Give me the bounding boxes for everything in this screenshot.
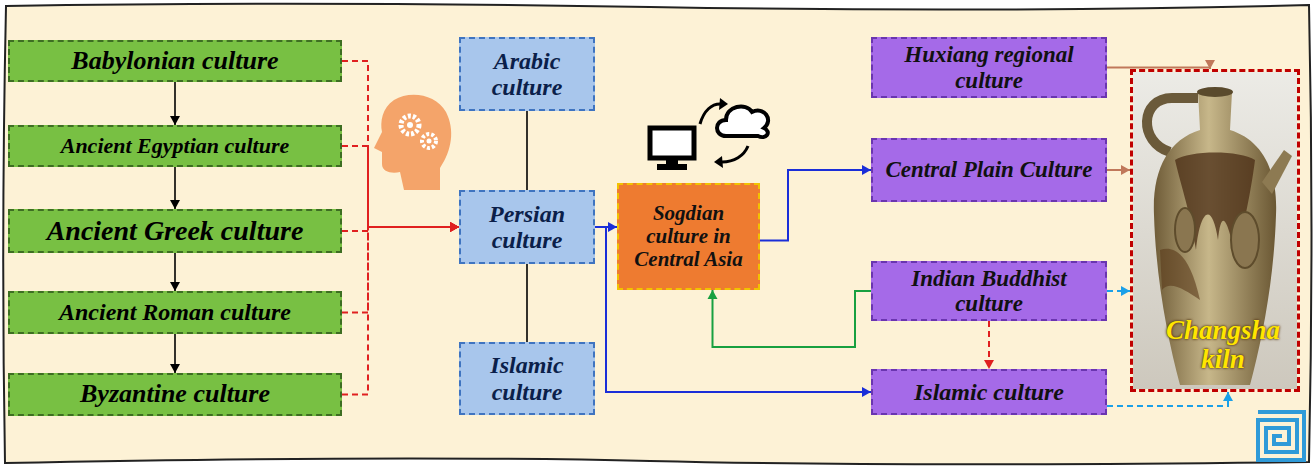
connector	[170, 334, 180, 373]
node-label: Indian Buddhist culture	[879, 266, 1099, 317]
connector-line	[342, 227, 459, 395]
node-label: Ancient Roman culture	[59, 299, 291, 325]
arrowhead	[450, 222, 459, 232]
kiln-frame: Changsha kiln	[1130, 69, 1300, 392]
connector-line	[713, 290, 872, 347]
arrowhead	[708, 290, 718, 299]
arrowhead	[1205, 60, 1215, 69]
node-label: Arabic culture	[467, 48, 587, 101]
connector	[170, 253, 180, 291]
node-label: Babylonian culture	[71, 47, 278, 76]
connector	[342, 61, 459, 232]
connector-line	[526, 264, 528, 342]
culture-box: Islamic culture	[459, 342, 595, 415]
connector	[170, 82, 180, 125]
arrowhead	[450, 222, 459, 232]
culture-box: Central Plain Culture	[871, 138, 1107, 202]
vase-illustration	[1133, 72, 1297, 389]
arrowhead	[450, 222, 459, 232]
connector	[1107, 165, 1130, 175]
node-label: Central Plain Culture	[885, 157, 1092, 182]
connector	[342, 222, 459, 313]
connector	[984, 321, 994, 369]
connector	[170, 167, 180, 209]
node-label: Ancient Greek culture	[47, 216, 304, 247]
arrowhead	[862, 387, 871, 397]
arrowhead	[608, 222, 617, 232]
connector	[527, 264, 528, 342]
arrowhead	[450, 222, 459, 232]
culture-box: Persian culture	[459, 190, 595, 264]
node-label: Persian culture	[467, 201, 587, 254]
wavy-frame	[3, 4, 1311, 465]
node-label: Byzantine culture	[80, 380, 270, 409]
culture-box: Ancient Egyptian culture	[8, 125, 342, 167]
culture-box: Indian Buddhist culture	[871, 261, 1107, 321]
culture-box: Huxiang regional culture	[871, 37, 1107, 98]
maze-icon	[1258, 412, 1304, 460]
connector	[342, 146, 459, 232]
arrowhead	[170, 364, 180, 373]
arrowhead	[984, 360, 994, 369]
node-label: Changsha kiln	[1157, 316, 1289, 375]
arrowhead	[170, 200, 180, 209]
culture-box: Arabic culture	[459, 37, 595, 111]
arrowhead	[170, 282, 180, 291]
node-label: Islamic culture	[467, 352, 587, 405]
culture-box: Islamic culture	[871, 369, 1107, 415]
node-label: Sogdian culture in Central Asia	[625, 202, 752, 271]
arrowhead	[1223, 392, 1233, 401]
connector	[1107, 60, 1215, 69]
connector	[1107, 392, 1233, 406]
connector	[708, 290, 872, 347]
node-label: Islamic culture	[914, 379, 1064, 405]
arrowhead	[862, 165, 871, 175]
connector-line	[1107, 392, 1228, 406]
culture-box: Babylonian culture	[8, 40, 342, 82]
culture-box: Byzantine culture	[8, 373, 342, 416]
connector-line	[526, 111, 528, 190]
connector	[527, 111, 528, 190]
culture-box: Ancient Roman culture	[8, 291, 342, 334]
thinking-head-icon	[374, 95, 451, 190]
computer-cloud-icon	[650, 98, 768, 170]
node-label: Huxiang regional culture	[879, 42, 1099, 93]
culture-box: Ancient Greek culture	[8, 209, 342, 253]
connector-line	[760, 170, 871, 241]
connector-line	[342, 146, 459, 227]
connector-line	[342, 227, 459, 313]
arrowhead	[1121, 286, 1130, 296]
hub-box: Sogdian culture in Central Asia	[617, 183, 760, 290]
connector	[342, 222, 459, 395]
connector-line	[342, 61, 459, 227]
node-label: Ancient Egyptian culture	[61, 134, 290, 158]
arrowhead	[450, 222, 459, 232]
connector	[1107, 286, 1130, 296]
arrowhead	[1121, 165, 1130, 175]
arrowhead	[170, 116, 180, 125]
connector	[760, 165, 871, 241]
